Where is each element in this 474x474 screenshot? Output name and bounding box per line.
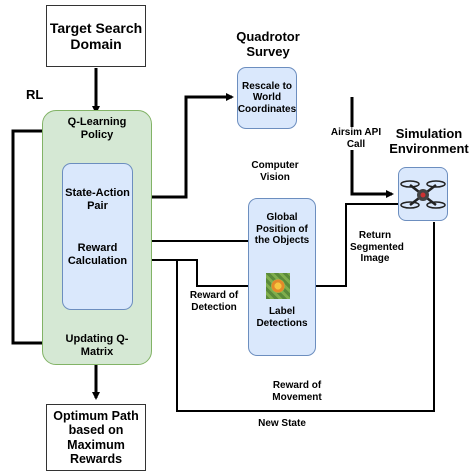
edge-simulation-to-reward (176, 222, 435, 412)
updating-q-matrix-label: Updating Q-Matrix (65, 333, 129, 358)
simulation-environment-label: Simulation Environment (389, 126, 469, 156)
target-search-domain-box: Target Search Domain (46, 5, 146, 67)
global-position-label: Global Position of the Objects (254, 212, 310, 246)
rescale-label: Rescale to World Coordinates (237, 80, 297, 115)
target-search-domain-label: Target Search Domain (49, 19, 143, 52)
reward-of-movement-label: Reward of Movement (272, 380, 322, 403)
drone-icon (400, 180, 446, 209)
reward-of-detection-label: Reward of Detection (189, 290, 239, 313)
edge-stateaction-to-rescale (134, 93, 234, 199)
optimum-path-box: Optimum Path based on Maximum Rewards (46, 404, 146, 471)
state-action-pair-label: State-Action Pair (65, 187, 130, 212)
reward-calculation-label: Reward Calculation (67, 242, 128, 267)
edge-simulation-to-detections (291, 203, 398, 290)
optimum-path-label: Optimum Path based on Maximum Rewards (53, 408, 139, 466)
label-detections-label: Label Detections (256, 306, 308, 329)
q-learning-policy-label: Q-Learning Policy (67, 116, 127, 141)
computer-vision-label: Computer Vision (251, 160, 299, 183)
airsim-api-call-label: Airsim API Call (328, 127, 384, 150)
new-state-label: New State (258, 418, 306, 429)
quadrotor-survey-label: Quadrotor Survey (236, 29, 300, 59)
rl-label: RL (26, 87, 44, 102)
edge-update-loop-to-policy (11, 127, 50, 345)
rescale-box: Rescale to World Coordinates (237, 67, 297, 129)
rl-inner-box (62, 163, 133, 310)
detection-thumbnail (266, 273, 290, 299)
return-segmented-image-label: Return Segmented Image (350, 230, 404, 264)
edge-detection-to-reward (138, 256, 265, 287)
simulation-drone-box (398, 167, 448, 221)
